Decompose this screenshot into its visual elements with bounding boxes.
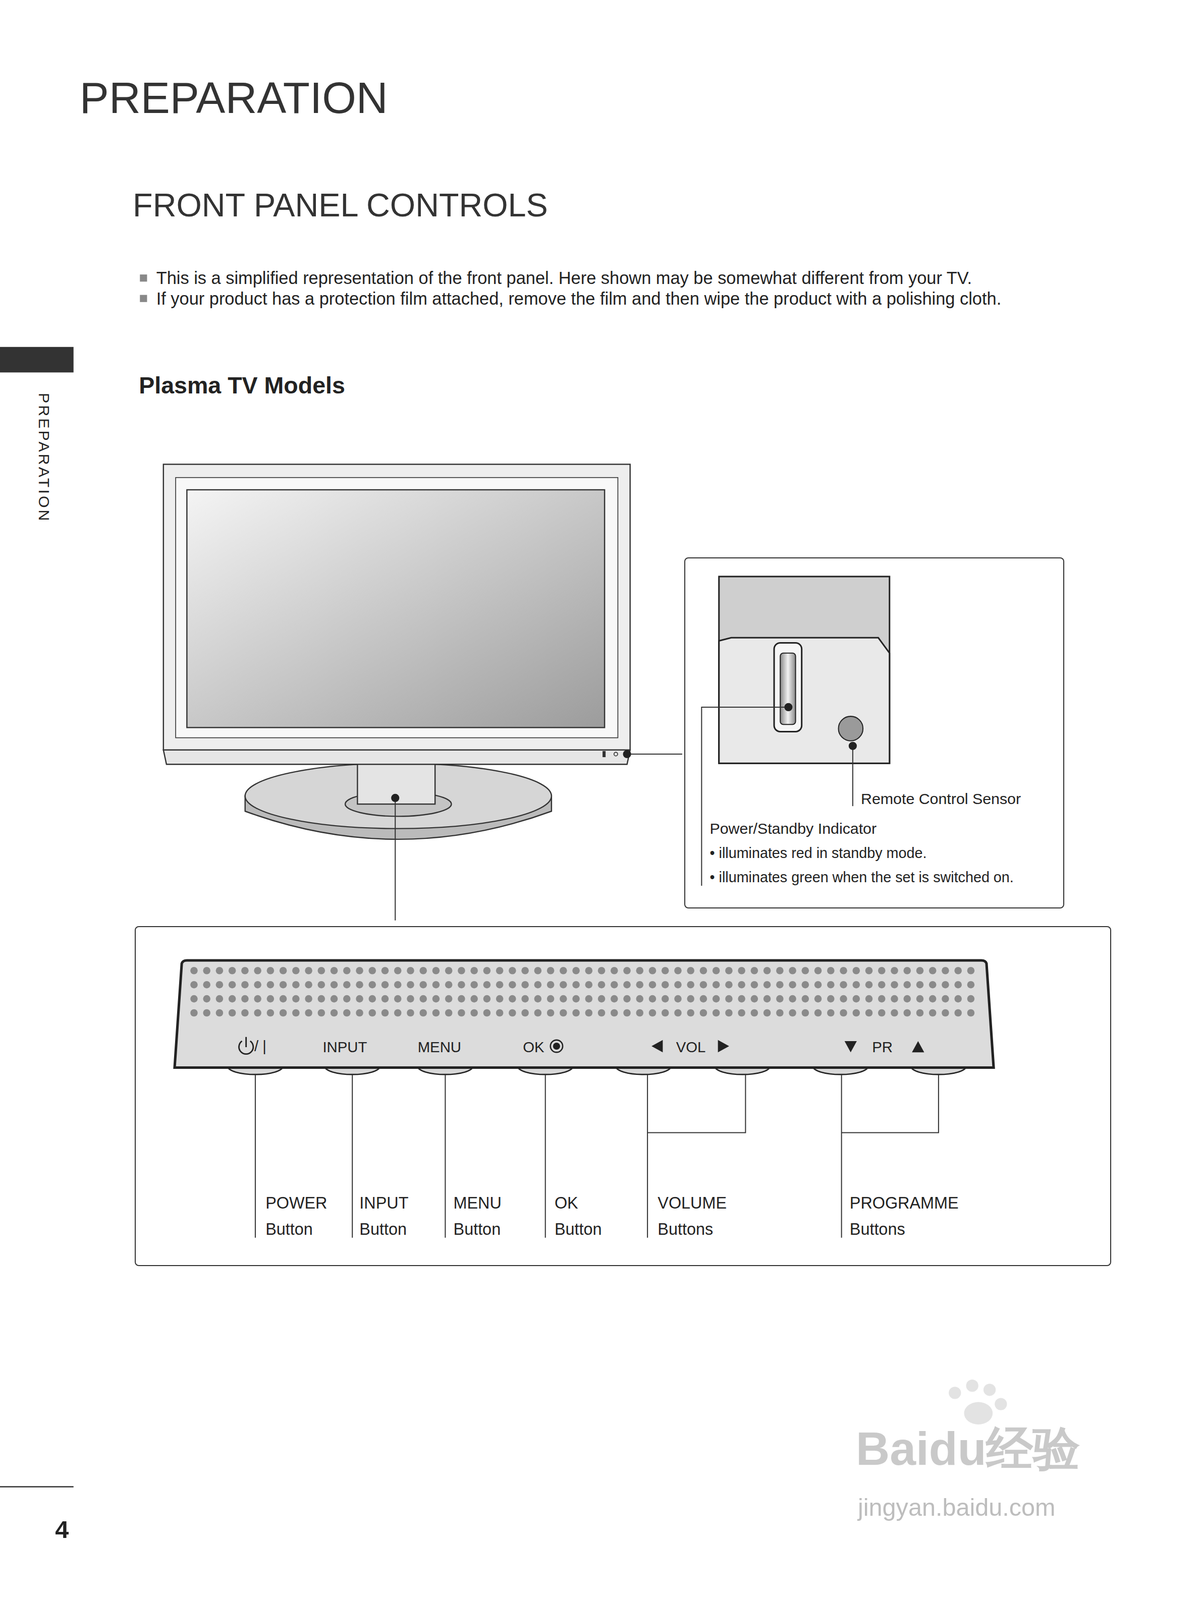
leader-dot (784, 703, 793, 712)
watermark-url: jingyan.baidu.com (857, 1493, 1056, 1523)
watermark-logo (948, 1380, 1007, 1426)
indicator-detail (719, 576, 890, 764)
button-label: INPUT Button (359, 1190, 409, 1244)
button-label: OK Button (554, 1190, 603, 1244)
section-tab-label: PREPARATION (34, 393, 53, 524)
note-text: If your product has a protection film at… (156, 289, 1066, 310)
panel-marking: VOL (676, 1038, 706, 1057)
part-label: Remote Control Sensor (860, 790, 1021, 809)
panel-marking: PR (871, 1038, 893, 1057)
leader-dot (391, 794, 400, 803)
button-label: POWER Button (265, 1190, 327, 1244)
part-label: Power/Standby Indicator (710, 820, 878, 839)
page-number: 4 (55, 1515, 69, 1545)
callout-box: Remote Control SensorPower/Standby Indic… (684, 557, 1065, 909)
bullet-square (139, 295, 147, 303)
note-text: • illuminates red in standby mode. (710, 844, 927, 862)
front-panel: / | INPUT MENU OK VOL PR (174, 960, 994, 1069)
section-heading: FRONT PANEL CONTROLS (132, 185, 549, 226)
note-text: This is a simplified representation of t… (156, 268, 1066, 289)
panel-marking: / | (254, 1037, 267, 1056)
section-tab (0, 347, 74, 373)
leader-line (255, 1074, 939, 1239)
callout-box: POWER Button INPUT Button MENU Button OK Bu… (134, 926, 1112, 1267)
leader-line (395, 754, 683, 921)
button-label: VOLUME Buttons (657, 1190, 727, 1244)
subheading: Plasma TV Models (138, 371, 346, 401)
panel-marking: MENU (417, 1038, 462, 1057)
tv-illustration (163, 464, 631, 840)
watermark: Baidu经验 (855, 1421, 1081, 1479)
panel-marking: OK (522, 1038, 544, 1057)
leader-dot (848, 742, 857, 751)
panel-marking: INPUT (322, 1038, 367, 1057)
speaker-grille (190, 967, 975, 1017)
button-label: MENU Button (453, 1190, 502, 1244)
button-label: PROGRAMME Buttons (849, 1190, 959, 1244)
bullet-square (139, 274, 147, 282)
panel-outline (174, 960, 994, 1069)
page-title: PREPARATION (79, 71, 389, 125)
note-text: • illuminates green when the set is swit… (710, 868, 1014, 887)
page-rule (0, 1486, 74, 1488)
leader-dot (623, 750, 632, 759)
